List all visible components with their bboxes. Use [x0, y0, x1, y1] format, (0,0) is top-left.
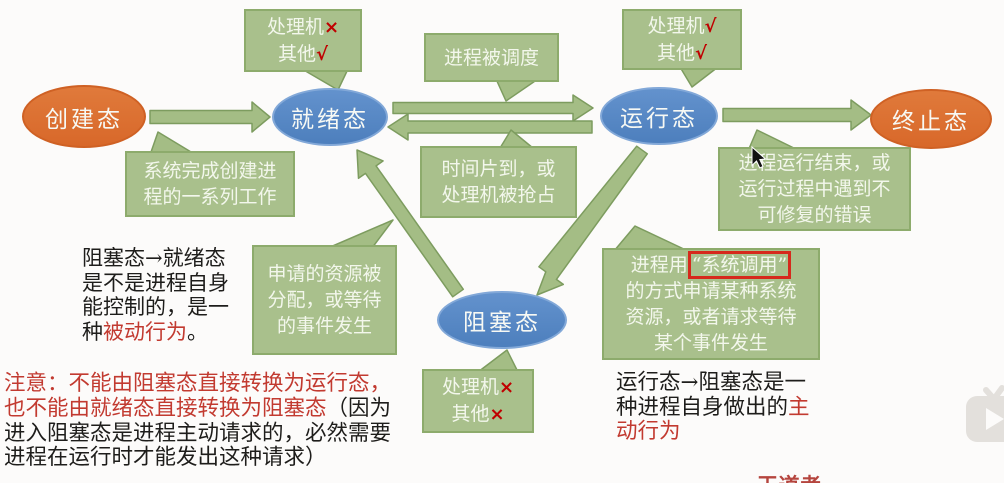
- state-blocked: 阻塞态: [437, 291, 567, 349]
- check-mark-icon: √: [316, 43, 329, 65]
- callout-create-done: 系统完成创建进 程的一系列工作: [125, 151, 295, 217]
- arrow-running-to-ready: [387, 113, 593, 141]
- state-label: 创建态: [45, 106, 123, 133]
- note-active-behavior: 运行态→阻塞态是一 种进程自身做出的主 动行为: [616, 370, 836, 445]
- callout-line: 运行过程中遇到不: [738, 178, 891, 200]
- mark-row: 处理机×: [441, 376, 515, 398]
- callout-running-marks: 处理机√ 其他√: [622, 9, 742, 70]
- arrow-create-to-ready: [149, 101, 271, 133]
- callout-line: 时间片到，或: [441, 158, 556, 180]
- state-label: 就绪态: [291, 107, 369, 133]
- mark-row: 其他√: [656, 41, 708, 64]
- callout-ready-marks: 处理机× 其他√: [244, 9, 362, 72]
- cross-mark-icon: ×: [323, 16, 340, 38]
- note-line: 进程在运行时才能发出这种请求）: [4, 445, 327, 471]
- state-create: 创建态: [22, 85, 146, 148]
- callout-line: 程的一系列工作: [143, 186, 277, 208]
- note-passive-behavior: 阻塞态→就绪态 是不是进程自身 能控制的，是一 种被动行为。: [82, 246, 257, 344]
- callout-line: 申请的资源被: [267, 263, 382, 285]
- state-label: 运行态: [620, 106, 698, 132]
- callout-line: 进程被调度: [443, 46, 539, 69]
- note-line: 动行为: [616, 419, 681, 444]
- callout-line: 分配，或等待: [267, 289, 382, 311]
- callout-tail: [495, 78, 539, 102]
- note-line: 运行态→阻塞态是一: [616, 370, 807, 395]
- callout-line: 某个事件发生: [653, 332, 768, 354]
- callout-resource-ok: 申请的资源被 分配，或等待 的事件发生: [252, 245, 397, 355]
- arrow-running-to-blocked: [536, 145, 649, 296]
- mark-row: 其他×: [451, 403, 505, 425]
- state-label: 阻塞态: [463, 310, 541, 336]
- watermark-text: 王道考研/CSKAOYAN.CO: [757, 470, 1004, 483]
- note-line: 阻塞态→就绪态: [82, 246, 226, 270]
- callout-run-end: 进程运行结束，或 运行过程中遇到不 可修复的错误: [718, 147, 911, 231]
- check-mark-icon: √: [695, 42, 708, 64]
- mark-row: 处理机√: [647, 14, 717, 37]
- state-terminate: 终止态: [870, 89, 992, 149]
- cross-mark-icon: ×: [498, 377, 515, 398]
- cross-mark-icon: ×: [489, 404, 505, 425]
- callout-line: 的事件发生: [276, 315, 372, 337]
- mark-row: 其他√: [277, 42, 329, 65]
- arrow-ready-to-running: [392, 94, 594, 122]
- arrow-blocked-to-ready: [356, 149, 465, 298]
- callout-tail: [301, 68, 349, 91]
- note-warning: 注意：不能由阻塞态直接转换为运行态， 也不能由就绪态直接转换为阻塞态（因为 进入…: [4, 371, 482, 471]
- mark-row: 处理机×: [266, 15, 340, 38]
- callout-line: 资源，或者请求等待: [625, 306, 797, 328]
- callout-timeslice: 时间片到，或 处理机被抢占: [420, 146, 577, 218]
- note-line: 种进程自身做出的主: [616, 394, 810, 420]
- callout-tail: [679, 66, 719, 88]
- callout-line: 进程用“系统调用”: [604, 251, 818, 279]
- state-label: 终止态: [892, 109, 970, 135]
- callout-scheduled: 进程被调度: [424, 33, 559, 82]
- state-ready: 就绪态: [272, 88, 388, 146]
- note-line: 进入阻塞态是进程主动请求的，必然需要: [4, 420, 392, 446]
- syscall-highlight-box: “系统调用”: [687, 251, 792, 279]
- note-line: 也不能由就绪态直接转换为阻塞态（因为: [4, 395, 392, 421]
- callout-line: 的方式申请某种系统: [625, 280, 797, 302]
- callout-line: 系统完成创建进: [143, 160, 277, 182]
- note-line: 注意：不能由阻塞态直接转换为运行态，: [4, 371, 392, 396]
- state-running: 运行态: [600, 87, 718, 145]
- callout-tail: [327, 219, 394, 249]
- callout-line: 可修复的错误: [757, 204, 872, 226]
- callout-syscall: 进程用“系统调用” 的方式申请某种系统 资源，或者请求等待 某个事件发生: [602, 248, 820, 360]
- callout-line: 进程运行结束，或: [738, 152, 891, 174]
- note-line: 能控制的，是一: [82, 295, 229, 319]
- check-mark-icon: √: [704, 15, 717, 37]
- callout-line: 处理机被抢占: [441, 184, 556, 206]
- note-line: 是不是进程自身: [82, 270, 229, 295]
- arrow-running-to-terminate: [722, 99, 872, 131]
- note-line: 种被动行为。: [82, 319, 208, 344]
- callout-blocked-marks: 处理机× 其他×: [422, 369, 534, 433]
